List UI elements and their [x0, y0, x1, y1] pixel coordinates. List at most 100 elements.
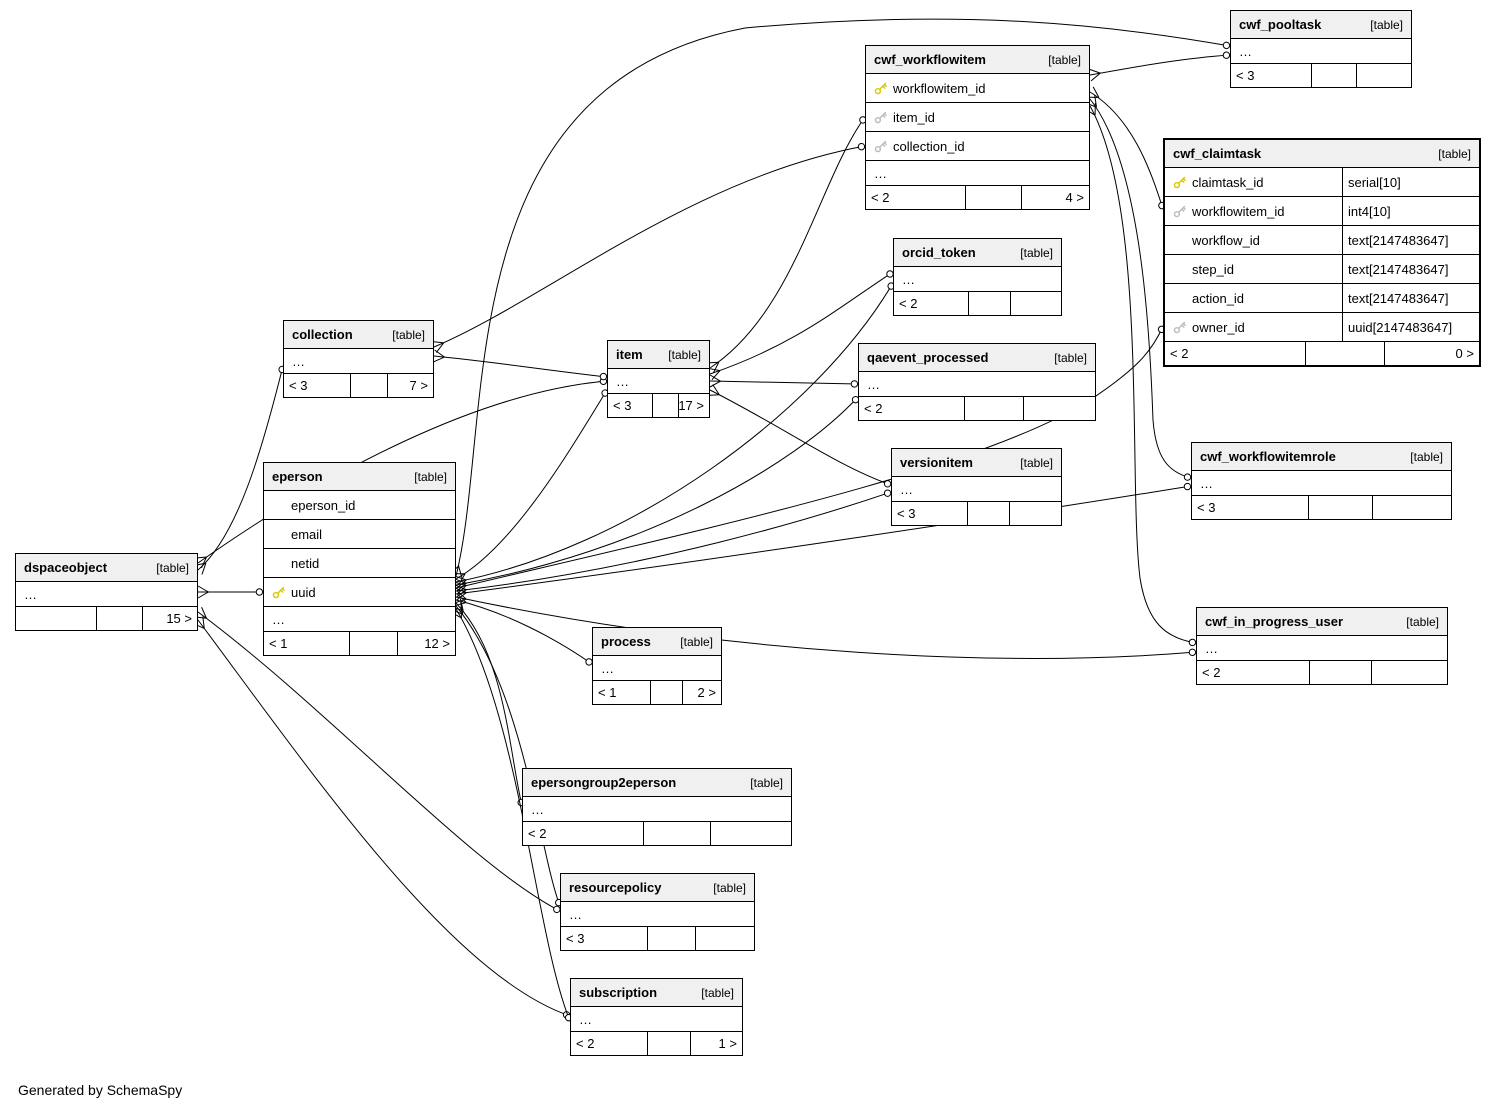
- footer-middle-cell: [969, 292, 1011, 315]
- table-type-tag: [table]: [713, 880, 746, 895]
- table-versionitem[interactable]: versionitem[table] … < 3: [891, 448, 1062, 526]
- table-header-epersongroup2eperson[interactable]: epersongroup2eperson[table]: [523, 769, 791, 797]
- footer-middle-cell: [648, 1032, 691, 1055]
- column-type: uuid[2147483647]: [1348, 319, 1453, 335]
- ellipsis-label: …: [902, 271, 915, 287]
- relationship-collection-item: [433, 349, 608, 381]
- table-resourcepolicy[interactable]: resourcepolicy [table] … < 3: [560, 873, 755, 951]
- table-type-tag: [table]: [680, 634, 713, 649]
- table-title: resourcepolicy: [569, 880, 662, 895]
- table-header-dspaceobject[interactable]: dspaceobject[table]: [16, 554, 197, 582]
- table-header-eperson[interactable]: eperson[table]: [264, 463, 455, 491]
- column-name: action_id: [1192, 290, 1245, 306]
- column-row-eperson_id: eperson_id: [264, 491, 455, 520]
- relationship-eperson-cwf_workflowitemrole: [455, 482, 1192, 601]
- column-name: step_id: [1192, 261, 1234, 277]
- columns-ellipsis-row: …: [16, 582, 197, 607]
- degree-in-cell: < 2: [859, 397, 966, 420]
- degree-out-cell: [1011, 292, 1061, 315]
- columns-ellipsis-row: …: [859, 372, 1095, 397]
- relationship-cwf_workflowitem-cwf_in_progress_user: [1084, 103, 1197, 647]
- table-header-cwf_claimtask[interactable]: cwf_claimtask[table]: [1165, 140, 1479, 168]
- table-header-subscription[interactable]: subscription[table]: [571, 979, 742, 1007]
- degree-out-cell: 7 >: [409, 378, 428, 393]
- ellipsis-label: …: [1200, 475, 1213, 491]
- table-cwf_in_progress_user[interactable]: cwf_in_progress_user[table]…< 2: [1196, 607, 1448, 685]
- table-cwf_pooltask[interactable]: cwf_pooltask[table]…< 3: [1230, 10, 1412, 88]
- columns-ellipsis-row: …: [593, 656, 721, 681]
- footer-middle-cell: [350, 632, 398, 655]
- table-header-resourcepolicy[interactable]: resourcepolicy [table]: [561, 874, 754, 902]
- table-type-tag: [table]: [1406, 614, 1439, 629]
- table-type-tag: [table]: [701, 985, 734, 1000]
- degree-out-cell: 4 >: [1065, 190, 1084, 205]
- table-footer: < 3: [1192, 496, 1451, 519]
- relationship-eperson-orcid_token: [454, 282, 895, 589]
- degree-out-cell: 17 >: [678, 398, 704, 413]
- foreign-key-icon: [1171, 321, 1187, 334]
- table-cwf_workflowitemrole[interactable]: cwf_workflowitemrole[table] … < 3: [1191, 442, 1452, 520]
- table-title: collection: [292, 327, 353, 342]
- relationship-collection-cwf_workflowitem: [431, 142, 866, 353]
- footer-middle-cell: [1309, 496, 1374, 519]
- degree-in-cell: < 2: [571, 1032, 648, 1055]
- column-name: claimtask_id: [1192, 174, 1264, 190]
- columns-ellipsis-row: …: [523, 797, 791, 822]
- table-footer: < 3: [561, 927, 754, 950]
- table-header-versionitem[interactable]: versionitem[table]: [892, 449, 1061, 477]
- table-header-item[interactable]: item[table]: [608, 341, 709, 369]
- columns-ellipsis-row: …: [892, 477, 1061, 502]
- table-type-tag: [table]: [1020, 455, 1053, 470]
- table-header-qaevent_processed[interactable]: qaevent_processed[table]: [859, 344, 1095, 372]
- table-header-orcid_token[interactable]: orcid_token[table]: [894, 239, 1061, 267]
- table-header-cwf_workflowitemrole[interactable]: cwf_workflowitemrole[table]: [1192, 443, 1451, 471]
- footer-middle-cell: [968, 502, 1011, 525]
- table-footer: < 3: [892, 502, 1061, 525]
- column-name: item_id: [893, 109, 935, 125]
- table-header-process[interactable]: process[table]: [593, 628, 721, 656]
- degree-out-cell: 15 >: [166, 611, 192, 626]
- ellipsis-label: …: [616, 373, 629, 389]
- table-dspaceobject[interactable]: dspaceobject[table]… 15 >: [15, 553, 198, 631]
- degree-in-cell: < 3: [284, 374, 352, 397]
- columns-ellipsis-row: …: [1192, 471, 1451, 496]
- schemaspy-credit: Generated by SchemaSpy: [18, 1082, 183, 1098]
- table-header-cwf_pooltask[interactable]: cwf_pooltask[table]: [1231, 11, 1411, 39]
- column-row-email: email: [264, 520, 455, 549]
- footer-middle-cell: [351, 374, 389, 397]
- columns-ellipsis-row: …: [1231, 39, 1411, 64]
- table-title: item: [616, 347, 643, 362]
- ellipsis-label: …: [900, 481, 913, 497]
- relationship-eperson-cwf_pooltask: [449, 18, 1231, 578]
- footer-middle-cell: [965, 397, 1025, 420]
- relationship-item-versionitem: [707, 384, 892, 488]
- table-type-tag: [table]: [1438, 146, 1471, 161]
- table-header-cwf_in_progress_user[interactable]: cwf_in_progress_user[table]: [1197, 608, 1447, 636]
- table-orcid_token[interactable]: orcid_token[table]…< 2: [893, 238, 1062, 316]
- column-row-uuid: uuid: [264, 578, 455, 607]
- column-name: owner_id: [1192, 319, 1245, 335]
- degree-in-cell: < 1: [593, 681, 651, 704]
- columns-ellipsis-row: …: [571, 1007, 742, 1032]
- table-qaevent_processed[interactable]: qaevent_processed[table]…< 2: [858, 343, 1096, 421]
- table-type-tag: [table]: [414, 469, 447, 484]
- table-header-collection[interactable]: collection[table]: [284, 321, 433, 349]
- columns-ellipsis-row: …: [1197, 636, 1447, 661]
- table-header-cwf_workflowitem[interactable]: cwf_workflowitem[table]: [866, 46, 1089, 74]
- footer-middle-cell: [644, 822, 711, 845]
- table-epersongroup2eperson[interactable]: epersongroup2eperson[table]…< 2: [522, 768, 792, 846]
- ellipsis-label: …: [569, 906, 582, 922]
- degree-out-cell: [711, 822, 791, 845]
